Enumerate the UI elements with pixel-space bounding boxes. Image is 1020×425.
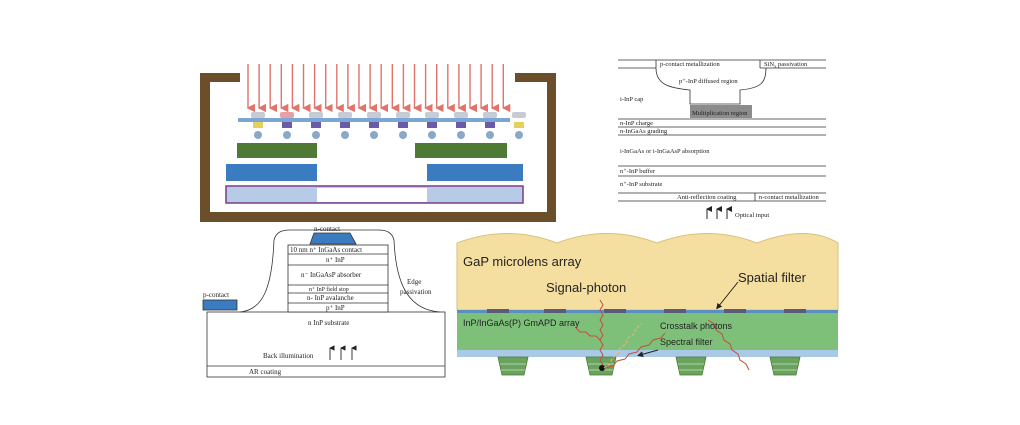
pixel <box>367 112 381 139</box>
microlens-array <box>456 233 839 311</box>
spectral-filter-layer <box>457 350 838 357</box>
edge-label: Edge <box>407 278 421 286</box>
spatial-filter-label: Spatial filter <box>738 270 807 285</box>
buffer-label: n⁺-InP buffer <box>620 168 656 175</box>
avalanche-label: n- InP avalanche <box>307 294 354 302</box>
charge-label: n-InP charge <box>620 120 653 127</box>
bottom-mesas <box>497 356 801 376</box>
substrate-label: n⁺-InP substrate <box>620 181 662 188</box>
p-inp-label: p⁺ InP <box>326 304 345 312</box>
field-stop-label: n⁺ InP field stop <box>309 286 349 293</box>
green-layer-gap <box>317 143 415 158</box>
spectral-filter-pointer <box>637 349 659 358</box>
i-cap-label: i-InP cap <box>620 96 643 103</box>
multiplication-region <box>690 105 752 118</box>
crosstalk-photon-path-4 <box>575 327 601 341</box>
p-contact-pad <box>202 299 238 311</box>
pixel <box>454 112 468 139</box>
spatial-filter-pointer <box>716 281 739 310</box>
apd-array-label: InP/InGaAs(P) GmAPD array <box>463 318 580 328</box>
panel-c-mesa <box>202 229 446 378</box>
spectral-filter-label: Spectral filter <box>660 337 713 347</box>
grading-label: n-InGaAs grading <box>620 128 668 135</box>
signal-photon-path <box>599 299 604 366</box>
absorption-label: i-InGaAs or i-InGaAsP absorption <box>620 148 710 155</box>
pixel <box>425 112 439 139</box>
optical-input-label: Optical input <box>735 212 769 219</box>
sin-label: SiNx passivation <box>764 61 808 69</box>
illumination-arrows <box>246 64 511 113</box>
substrate-label-c: n InP substrate <box>308 319 349 327</box>
pixel <box>512 112 526 139</box>
n-inp-label: n⁺ InP <box>326 256 345 264</box>
crosstalk-label: Crosstalk photons <box>660 321 733 331</box>
back-illumination-label: Back illumination <box>263 352 314 360</box>
pixel <box>338 112 352 139</box>
panel-c-labels: n-contact 10 nm n⁺ InGaAs contact n⁺ InP… <box>203 225 432 376</box>
optical-input-arrows <box>706 206 732 219</box>
p-contact-label: p-contact <box>203 291 229 299</box>
panel-d-labels: GaP microlens array Signal-photon Spatia… <box>463 254 807 347</box>
crosstalk-photon-path-3 <box>707 319 750 371</box>
pixel <box>309 112 323 139</box>
n-contact-pad <box>309 232 357 245</box>
pixel-row <box>251 112 526 139</box>
panel-b-apd <box>618 59 826 202</box>
multiplication-label: Multiplication region <box>692 110 748 117</box>
pixel <box>483 112 497 139</box>
signal-photon-label: Signal-photon <box>546 280 626 295</box>
ar-coating-label: Anti-reflection coating <box>677 194 737 201</box>
ar-coating-label-c: AR coating <box>249 368 282 376</box>
blue-layer-2-gap <box>317 188 427 202</box>
ingaas-contact-label: 10 nm n⁺ InGaAs contact <box>290 246 362 254</box>
pixel <box>396 112 410 139</box>
detection-dot <box>599 365 605 371</box>
passivation-label: passivation <box>400 288 432 296</box>
blue-layer-1-gap <box>317 164 427 181</box>
edge-passivation <box>239 229 441 313</box>
pixel <box>251 112 265 139</box>
spatial-filter-pads <box>487 309 806 313</box>
mesa-stripes <box>500 363 798 371</box>
diffused-region-label: p⁺-InP diffused region <box>679 78 738 85</box>
panel-d-array <box>456 233 839 376</box>
top-glass <box>238 118 510 122</box>
n-contact-label: n-contact <box>314 225 340 233</box>
p-contact-label: p-contact metallization <box>660 61 720 68</box>
absorber-label: n⁻ InGaAsP absorber <box>301 271 362 279</box>
n-contact-label: n-contact metallization <box>759 194 819 201</box>
spatial-filter-line <box>457 310 838 313</box>
diffused-well <box>655 67 767 105</box>
apd-array-layer <box>457 310 838 356</box>
panel-b-labels: p-contact metallization SiNx passivation… <box>620 61 819 219</box>
crosstalk-photon-path-2 <box>604 332 666 369</box>
panel-a-package <box>200 64 556 222</box>
pixel <box>280 112 294 139</box>
crosstalk-photon-path-1 <box>603 323 643 369</box>
gap-label: GaP microlens array <box>463 254 582 269</box>
back-illumination-arrows <box>329 345 357 360</box>
